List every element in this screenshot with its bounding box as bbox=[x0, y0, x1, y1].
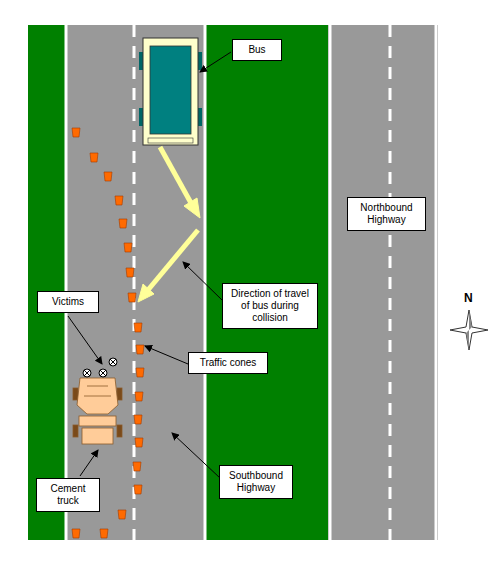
callout-text: Northbound Highway bbox=[351, 202, 422, 226]
callout-box: Direction of travel of bus during collis… bbox=[222, 283, 318, 329]
travel-arrow bbox=[138, 147, 200, 302]
callout-box: Southbound Highway bbox=[219, 465, 293, 499]
southbound-road bbox=[66, 25, 206, 540]
callout-box: Traffic cones bbox=[188, 352, 268, 374]
cement-truck bbox=[73, 378, 122, 444]
callout-box: Bus bbox=[232, 39, 282, 61]
traffic-cones bbox=[72, 128, 144, 538]
callout-text: Cement truck bbox=[40, 483, 96, 507]
callout-text: Southbound Highway bbox=[223, 470, 289, 494]
northbound-road bbox=[328, 25, 438, 540]
callout-box: Cement truck bbox=[36, 478, 100, 512]
callout-text: Traffic cones bbox=[192, 357, 264, 369]
callout-text: Direction of travel of bus during collis… bbox=[226, 288, 314, 324]
compass-label: N bbox=[464, 291, 473, 305]
callout-text: Bus bbox=[236, 44, 278, 56]
median bbox=[206, 25, 328, 540]
callout-box: Northbound Highway bbox=[347, 197, 426, 231]
bus bbox=[139, 38, 202, 145]
callout-text: Victims bbox=[41, 296, 95, 308]
grass-strip bbox=[28, 25, 66, 540]
leader-line bbox=[68, 52, 231, 478]
compass bbox=[450, 310, 488, 350]
callout-box: Victims bbox=[37, 291, 99, 313]
